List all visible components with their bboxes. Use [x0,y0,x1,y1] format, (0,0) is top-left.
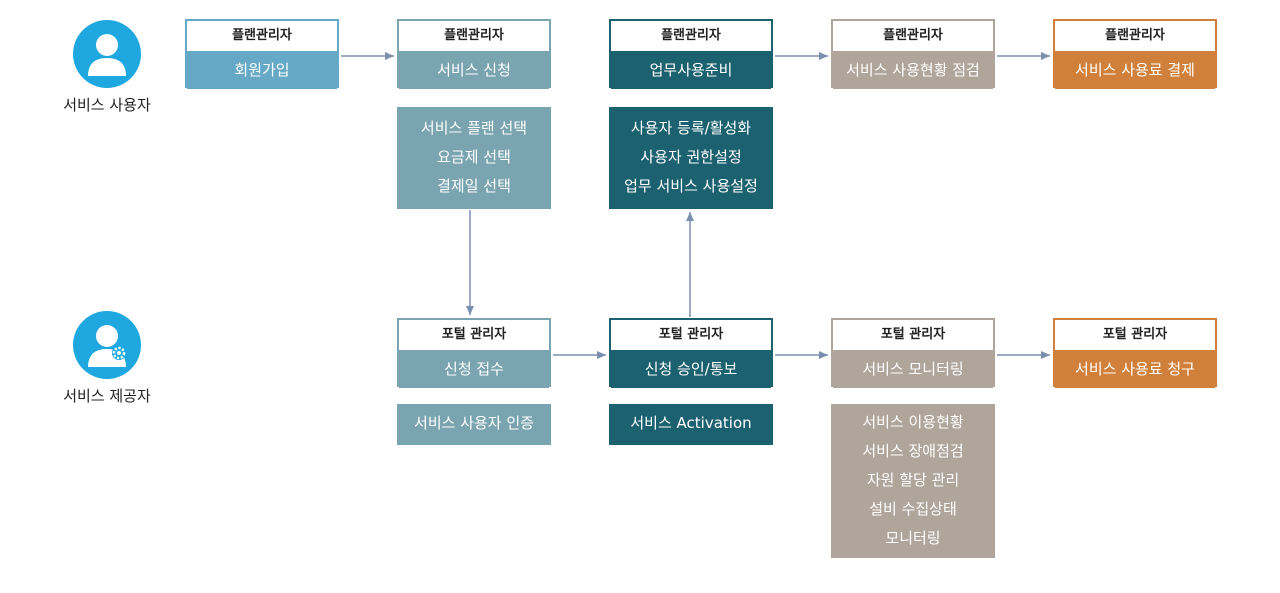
step-monitoring: 포털 관리자 서비스 모니터링 [831,318,995,388]
detail-receipt: 서비스 사용자 인증 [397,404,551,445]
detail-item: 서비스 장애점검 [862,442,964,460]
detail-item: 서비스 이용현황 [862,413,964,431]
step-title: 서비스 사용료 청구 [1055,350,1215,388]
actor-label: 서비스 제공자 [63,387,151,405]
step-approval: 포털 관리자 신청 승인/통보 [609,318,773,388]
step-title: 서비스 사용현황 점검 [833,51,993,89]
step-title: 서비스 신청 [399,51,549,89]
detail-monitoring: 서비스 이용현황 서비스 장애점검 자원 할당 관리 설비 수집상태 모니터링 [831,404,995,558]
actor-label: 서비스 사용자 [63,96,151,114]
step-title: 신청 승인/통보 [611,350,771,388]
step-title: 서비스 모니터링 [833,350,993,388]
step-signup: 플랜관리자 회원가입 [185,19,339,89]
user-icon [73,20,141,88]
step-header: 포털 관리자 [399,320,549,350]
step-header: 포털 관리자 [833,320,993,350]
detail-item: 요금제 선택 [437,148,511,166]
step-header: 플랜관리자 [187,21,337,51]
detail-item: 설비 수집상태 [869,500,957,518]
step-title: 회원가입 [187,51,337,89]
step-header: 플랜관리자 [833,21,993,51]
step-title: 업무사용준비 [611,51,771,89]
detail-item: 서비스 플랜 선택 [420,119,528,137]
detail-work-prep: 사용자 등록/활성화 사용자 권한설정 업무 서비스 사용설정 [609,107,773,209]
step-title: 신청 접수 [399,350,549,388]
detail-item: 서비스 Activation [630,414,752,432]
detail-item: 사용자 권한설정 [640,148,742,166]
step-service-apply: 플랜관리자 서비스 신청 [397,19,551,89]
step-header: 플랜관리자 [399,21,549,51]
step-header: 포털 관리자 [1055,320,1215,350]
detail-item: 결제일 선택 [437,177,511,195]
user-gear-icon [73,311,141,379]
step-header: 플랜관리자 [1055,21,1215,51]
actor-service-user: 서비스 사용자 [37,20,177,115]
step-title: 서비스 사용료 결제 [1055,51,1215,89]
detail-item: 사용자 등록/활성화 [630,119,752,137]
step-header: 플랜관리자 [611,21,771,51]
step-usage-check: 플랜관리자 서비스 사용현황 점검 [831,19,995,89]
detail-service-apply: 서비스 플랜 선택 요금제 선택 결제일 선택 [397,107,551,209]
detail-item: 모니터링 [885,529,941,547]
detail-approval: 서비스 Activation [609,404,773,445]
step-work-prep: 플랜관리자 업무사용준비 [609,19,773,89]
step-fee-billing: 포털 관리자 서비스 사용료 청구 [1053,318,1217,388]
step-header: 포털 관리자 [611,320,771,350]
detail-item: 서비스 사용자 인증 [414,414,534,432]
step-receipt: 포털 관리자 신청 접수 [397,318,551,388]
detail-item: 자원 할당 관리 [866,471,960,489]
detail-item: 업무 서비스 사용설정 [624,177,758,195]
actor-service-provider: 서비스 제공자 [37,311,177,406]
step-fee-payment: 플랜관리자 서비스 사용료 결제 [1053,19,1217,89]
